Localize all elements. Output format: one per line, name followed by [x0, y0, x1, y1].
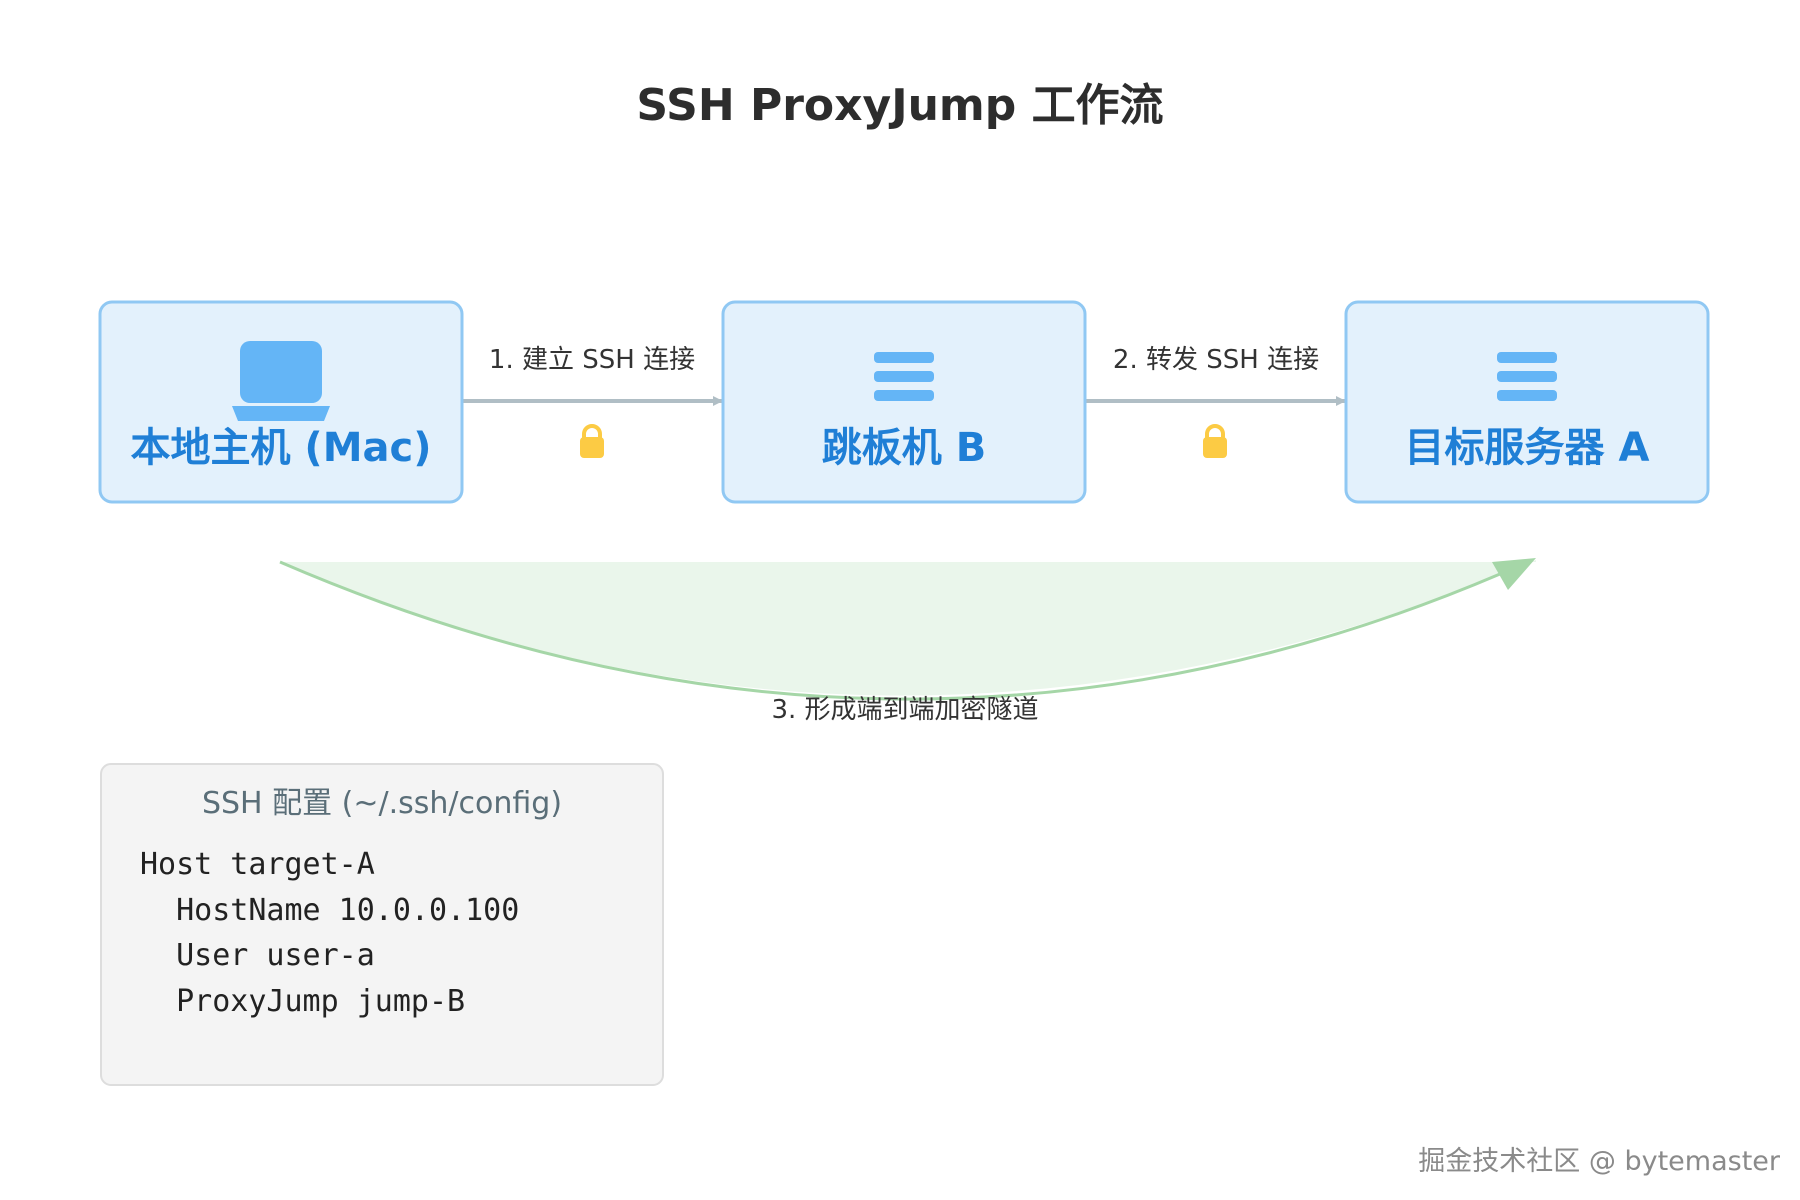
edge-label-1: 1. 建立 SSH 连接 [489, 345, 695, 375]
node-label: 本地主机 (Mac) [131, 425, 432, 471]
lock-icon [580, 424, 604, 458]
node-jump-host: 跳板机 B [721, 300, 1087, 504]
config-line: ProxyJump jump-B [140, 984, 465, 1019]
node-label: 跳板机 B [822, 425, 986, 471]
laptop-icon [232, 341, 330, 421]
config-line: HostName 10.0.0.100 [140, 893, 519, 928]
node-target-server: 目标服务器 A [1344, 300, 1710, 504]
edge-label-2: 2. 转发 SSH 连接 [1113, 345, 1319, 375]
tunnel-arrowhead [1492, 558, 1536, 590]
ssh-config-box: SSH 配置 (~/.ssh/config) Host target-A Hos… [100, 763, 664, 1086]
node-local-host: 本地主机 (Mac) [98, 300, 464, 504]
config-title: SSH 配置 (~/.ssh/config) [202, 786, 562, 821]
tunnel-curve [279, 560, 1501, 701]
lock-icon [1203, 424, 1227, 458]
config-line: Host target-A [140, 847, 375, 882]
server-icon [1497, 352, 1557, 401]
edge-label-tunnel: 3. 形成端到端加密隧道 [771, 695, 1038, 725]
diagram-title: SSH ProxyJump 工作流 [636, 80, 1163, 131]
node-label: 目标服务器 A [1405, 425, 1650, 471]
watermark: 掘金技术社区 @ bytemaster [1418, 1146, 1781, 1177]
server-icon [874, 352, 934, 401]
config-line: User user-a [140, 938, 375, 973]
tunnel-fill [280, 560, 1536, 696]
